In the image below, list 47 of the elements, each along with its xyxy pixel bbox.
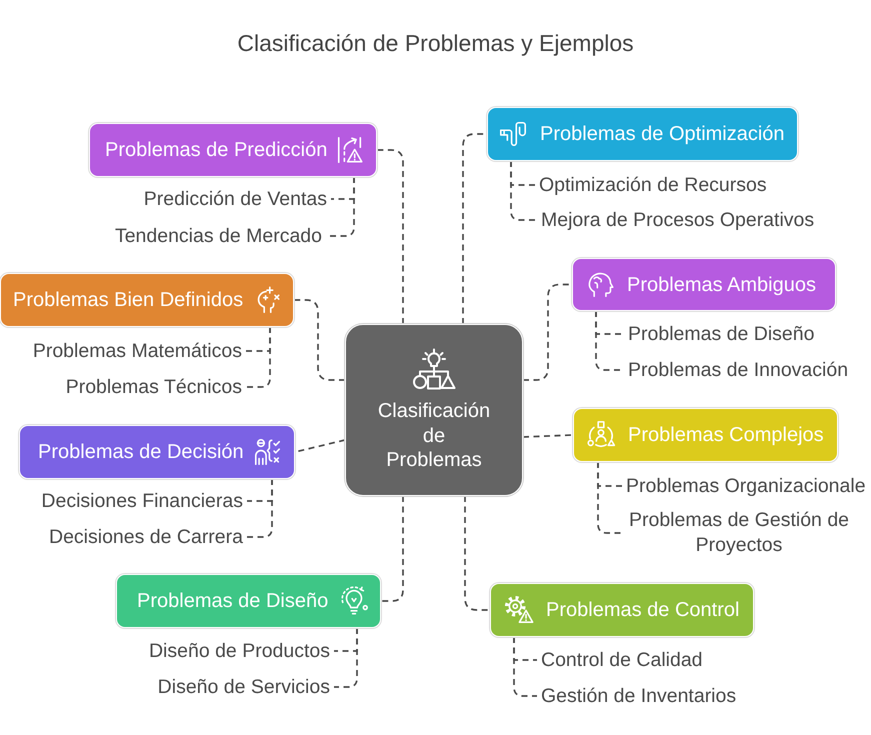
example-text: Problemas Matemáticos xyxy=(28,339,246,363)
dashed-connector xyxy=(513,637,537,697)
dashed-connector xyxy=(377,149,404,324)
example-text: Problemas de Innovación xyxy=(624,358,852,382)
category-box xyxy=(89,123,377,177)
dashed-connector xyxy=(247,479,273,538)
category-box xyxy=(116,574,381,628)
category-box xyxy=(572,258,836,311)
category-title: Problemas Ambiguos xyxy=(627,272,816,296)
category-title: Problemas de Predicción xyxy=(105,138,328,162)
example-text: Problemas Organizacionale xyxy=(622,474,870,498)
example-text: Decisiones Financieras xyxy=(37,489,247,513)
central-box xyxy=(345,324,523,496)
example-text: Tendencias de Mercado xyxy=(110,224,326,248)
category-box xyxy=(19,425,295,479)
example-text: Optimización de Recursos xyxy=(535,173,771,197)
category-title: Problemas de Control xyxy=(546,598,740,622)
dashed-connector xyxy=(464,496,490,611)
diagram-title: Clasificación de Problemas y Ejemplos xyxy=(237,29,634,57)
category-title: Problemas Bien Definidos xyxy=(13,288,244,312)
example-text: Decisiones de Carrera xyxy=(44,525,247,549)
dashed-connector xyxy=(294,299,345,381)
category-box xyxy=(487,107,798,161)
category-box xyxy=(573,408,838,462)
dashed-connector xyxy=(510,161,537,221)
category-title: Problemas de Decisión xyxy=(38,440,244,464)
example-text: Problemas Técnicos xyxy=(62,375,246,399)
example-text: Problemas de Gestión de Proyectos xyxy=(622,508,856,558)
example-text: Control de Calidad xyxy=(537,648,707,672)
example-text: Problemas de Diseño xyxy=(624,322,818,346)
example-text: Diseño de Servicios xyxy=(154,675,334,699)
example-text: Predicción de Ventas xyxy=(140,187,331,211)
example-text: Diseño de Productos xyxy=(144,639,334,663)
dashed-connector xyxy=(523,284,572,381)
category-title: Problemas de Optimización xyxy=(540,122,785,146)
category-box xyxy=(490,583,754,637)
dashed-connector xyxy=(522,434,574,438)
example-text: Mejora de Procesos Operativos xyxy=(537,208,818,232)
category-title: Problemas Complejos xyxy=(628,423,824,447)
category-title: Problemas de Diseño xyxy=(137,589,328,613)
dashed-connector xyxy=(597,462,622,534)
category-box xyxy=(0,273,294,327)
dashed-connector xyxy=(334,628,358,688)
central-title: Clasificación de Problemas xyxy=(378,399,490,472)
example-text: Gestión de Inventarios xyxy=(537,684,740,708)
dashed-connector xyxy=(246,327,271,388)
dashed-connector xyxy=(381,496,404,602)
